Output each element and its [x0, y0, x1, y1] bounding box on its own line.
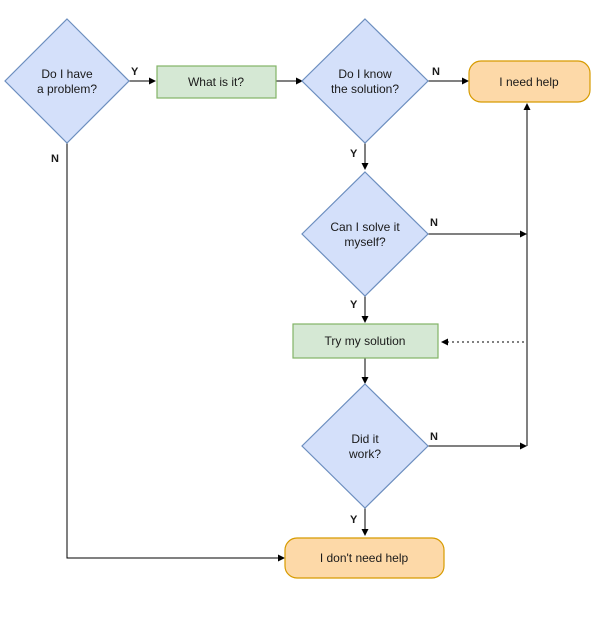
decision-did-it-work-line2: work? — [348, 447, 381, 461]
terminal-need-help-label: I need help — [499, 75, 559, 89]
edge-label-problem-yes: Y — [131, 66, 139, 78]
terminal-dont-need-help-label: I don't need help — [320, 551, 409, 565]
decision-know-solution: Do I know the solution? — [301, 18, 429, 144]
arrowhead — [520, 230, 527, 238]
edge-label-solve-yes: Y — [350, 299, 358, 311]
arrowhead — [278, 554, 285, 562]
edge-label-solve-no: N — [430, 217, 438, 229]
arrowhead — [523, 103, 531, 110]
arrowhead — [520, 442, 527, 450]
decision-did-it-work: Did it work? — [301, 383, 429, 509]
process-what-is-it-label: What is it? — [188, 75, 244, 89]
edge-label-know-yes: Y — [350, 148, 358, 160]
arrowhead — [361, 377, 369, 384]
process-try-solution-label: Try my solution — [325, 334, 406, 348]
decision-know-solution-line1: Do I know — [338, 67, 392, 81]
decision-solve-myself-line2: myself? — [344, 235, 386, 249]
decision-know-solution-line2: the solution? — [331, 82, 399, 96]
process-try-solution: Try my solution — [292, 323, 439, 359]
arrowhead — [462, 77, 469, 85]
terminal-dont-need-help: I don't need help — [284, 537, 445, 579]
arrowhead — [361, 529, 369, 536]
decision-have-problem: Do I have a problem? — [4, 18, 130, 144]
arrowhead — [296, 77, 303, 85]
arrowhead — [441, 338, 448, 346]
edge-label-know-no: N — [432, 66, 440, 78]
arrowhead — [361, 316, 369, 323]
process-what-is-it: What is it? — [156, 65, 277, 99]
edge-problem-to-dontneed — [66, 143, 278, 559]
edge-label-work-no: N — [430, 431, 438, 443]
decision-solve-myself: Can I solve it myself? — [301, 171, 429, 297]
decision-did-it-work-line1: Did it — [351, 432, 379, 446]
decision-solve-myself-line1: Can I solve it — [330, 220, 400, 234]
decision-have-problem-line1: Do I have — [41, 67, 93, 81]
terminal-need-help: I need help — [468, 60, 591, 103]
arrowhead — [149, 77, 156, 85]
arrowhead — [361, 163, 369, 170]
decision-have-problem-line2: a problem? — [37, 82, 97, 96]
edge-label-problem-no: N — [51, 153, 59, 165]
edge-label-work-yes: Y — [350, 514, 358, 526]
